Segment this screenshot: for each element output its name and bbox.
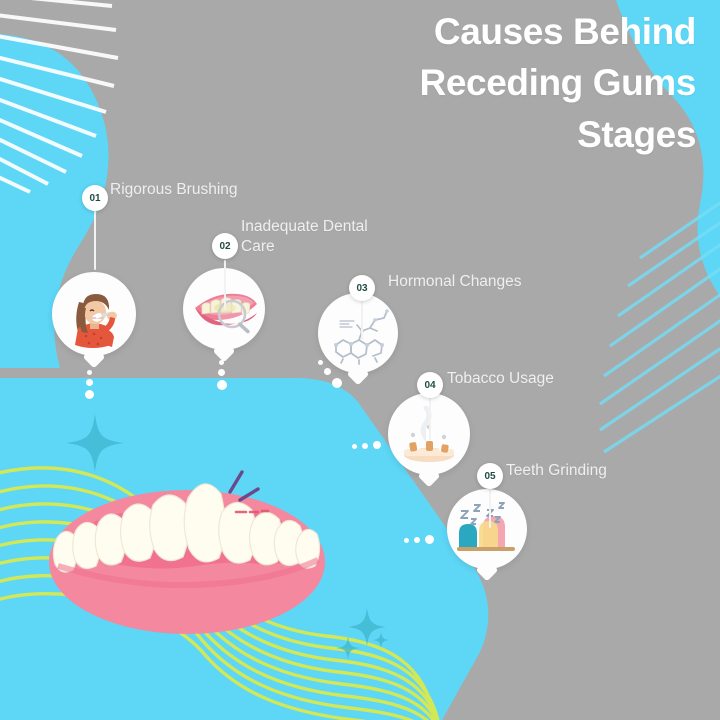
step-03-icon-circle[interactable] [318,293,398,386]
woman-brushing-teeth-icon [75,294,117,348]
step-05-stem [489,488,491,528]
step-05-badge[interactable]: 05 [477,463,503,489]
ray-fan-bottom-right [599,200,720,454]
step-01-badge[interactable]: 01 [82,185,108,211]
step-02-icon-circle[interactable] [183,268,265,363]
step-03-label: Hormonal Changes [388,273,522,290]
step-02-stem [224,260,226,310]
sparkle-icon [336,636,360,660]
pain-marks-icon [228,470,260,502]
sparkle-icon-group [66,414,389,660]
step-01-label: Rigorous Brushing [110,181,238,198]
sparkle-icon [373,632,389,648]
sparkle-icon [348,608,386,646]
step-04-badge[interactable]: 04 [417,372,443,398]
receding-gums-teeth-illustration [49,470,325,634]
step-04-label: Tobacco Usage [447,370,554,387]
step-03-stem [361,300,363,340]
grinding-teeth-sleep-icon [457,502,515,551]
teeth-magnifier-icon [195,293,257,334]
step-05-icon-circle[interactable] [447,489,527,582]
cigarettes-ashtray-icon [404,405,454,462]
step-05-label: Teeth Grinding [506,462,607,479]
step-04-stem [429,396,431,440]
title-line-1: Causes Behind [433,11,696,52]
step-02-label: Inadequate Dental Care [241,218,368,256]
cyan-blob-top-right [616,0,720,296]
sparkle-icon [66,414,124,472]
hormone-molecule-icon [334,309,389,365]
page-title: Causes Behind Receding Gums Stages [266,6,697,160]
step-03-badge[interactable]: 03 [349,275,375,301]
title-line-3: Stages [577,113,696,155]
ray-fan-top-left [0,0,119,194]
step-02-badge[interactable]: 02 [212,233,238,259]
step-01-stem [94,208,96,270]
title-line-2: Receding Gums [419,62,697,104]
step-01-icon-circle[interactable] [52,272,136,369]
step-04-icon-circle[interactable] [388,393,470,488]
cyan-blob-top-left [0,34,109,368]
